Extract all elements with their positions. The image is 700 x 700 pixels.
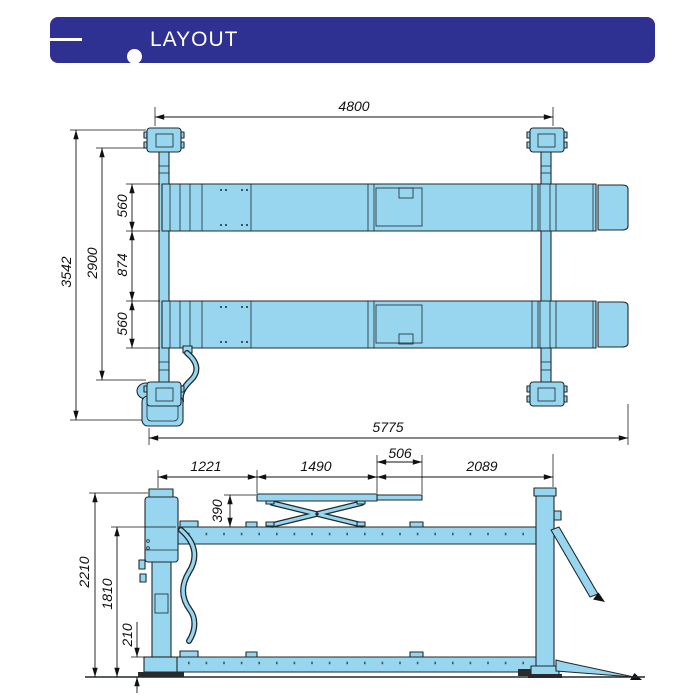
dim-label-post-to-jack: 1221 — [190, 458, 222, 474]
side-scissor-jack — [256, 493, 423, 528]
dim-label-overall-length: 5775 — [372, 419, 404, 435]
side-dimensions — [89, 454, 554, 693]
dim-label-jack-extension: 506 — [388, 445, 412, 461]
plan-post-front-left — [143, 127, 185, 153]
dim-label-post-span: 4800 — [338, 98, 370, 114]
dim-label-overall-width: 3542 — [58, 256, 74, 288]
dim-label-runway-gap: 874 — [114, 253, 130, 277]
side-ramp-flap — [550, 526, 605, 602]
plan-rear-runway — [161, 300, 629, 349]
dim-label-jack-platform-length: 1490 — [300, 458, 332, 474]
side-view — [85, 454, 645, 693]
dim-label-post-height: 2210 — [76, 556, 92, 588]
plan-posts — [143, 127, 568, 407]
dim-label-rear-runway-width: 560 — [114, 312, 130, 336]
side-post-front — [138, 488, 184, 677]
header-lead-line — [50, 38, 82, 41]
section-title: LAYOUT — [150, 28, 239, 51]
side-hydraulic-hose — [178, 527, 198, 644]
side-runway-lowered — [175, 650, 554, 676]
section-header: LAYOUT — [50, 17, 655, 64]
plan-hydraulic-hose — [177, 345, 200, 404]
dim-label-raised-runway-height: 1810 — [99, 578, 115, 610]
plan-front-runway — [161, 183, 629, 232]
plan-post-front-right — [526, 127, 568, 153]
dim-label-crossbeam-width: 2900 — [84, 247, 100, 279]
plan-post-rear-right — [526, 381, 568, 407]
plan-post-rear-left — [143, 381, 185, 407]
side-post-rear — [528, 487, 562, 678]
dim-label-front-runway-width: 560 — [114, 194, 130, 218]
header-bullet-icon — [127, 49, 142, 64]
side-runway-raised — [176, 520, 538, 545]
dim-label-jack-to-rear-post: 2089 — [466, 458, 498, 474]
dim-label-lowered-runway-height: 210 — [119, 623, 135, 647]
dim-label-jack-lift-height: 390 — [209, 499, 225, 523]
plan-dimensions — [70, 107, 629, 445]
plan-view — [70, 107, 629, 445]
